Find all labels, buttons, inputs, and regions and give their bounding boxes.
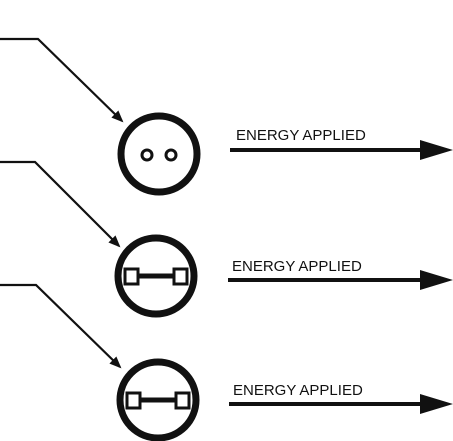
leader-line-1 bbox=[0, 37, 124, 123]
panel-2: ENERGY APPLIED bbox=[0, 160, 453, 318]
two-dots-circle-icon bbox=[117, 112, 201, 196]
energy-arrow-1 bbox=[230, 140, 453, 160]
energy-applied-label-2: ENERGY APPLIED bbox=[232, 258, 362, 275]
bar-circle-icon-2 bbox=[116, 358, 200, 441]
energy-arrow-2 bbox=[228, 270, 453, 290]
energy-applied-label-3: ENERGY APPLIED bbox=[233, 382, 363, 399]
leader-line-3 bbox=[0, 283, 122, 369]
energy-arrow-3 bbox=[229, 394, 453, 414]
energy-applied-label-1: ENERGY APPLIED bbox=[236, 127, 366, 144]
bar-circle-icon-1 bbox=[114, 234, 198, 318]
panel-1: ENERGY APPLIED bbox=[0, 37, 453, 196]
leader-line-2 bbox=[0, 160, 121, 248]
panel-3: ENERGY APPLIED bbox=[0, 283, 453, 441]
